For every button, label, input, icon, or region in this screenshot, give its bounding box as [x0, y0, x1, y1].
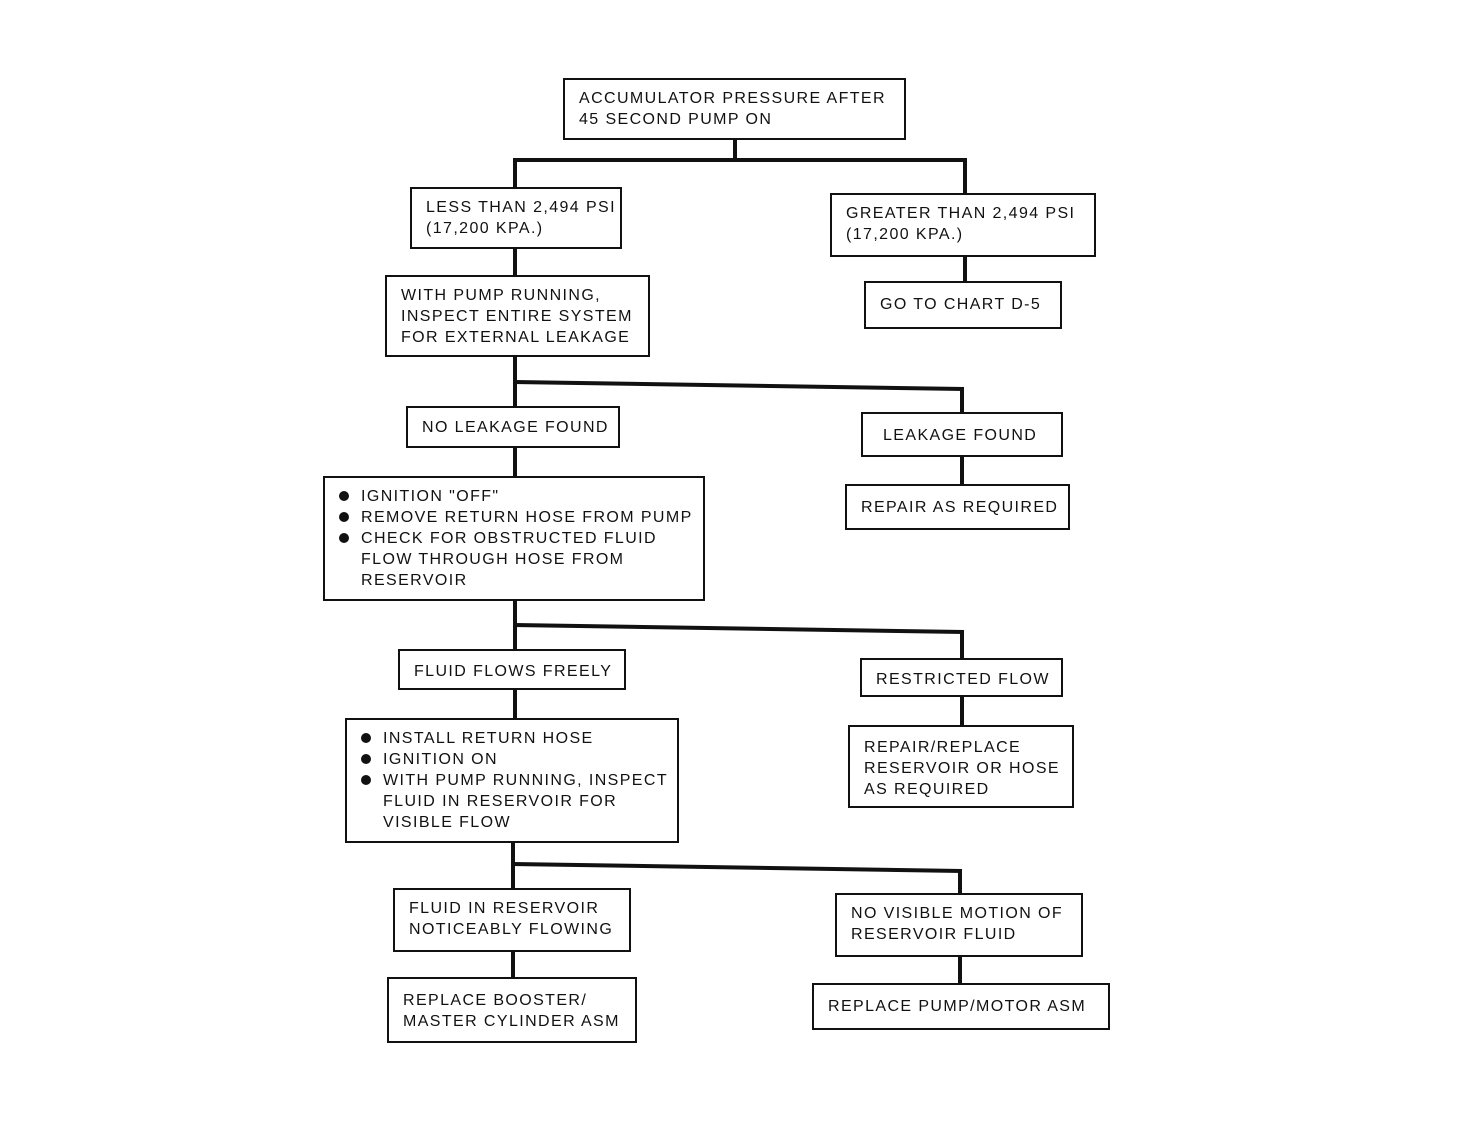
inspect-line-1: WITH PUMP RUNNING,: [401, 287, 602, 304]
bullet-icon: [339, 512, 349, 522]
no-visible-motion-box: NO VISIBLE MOTION OF RESERVOIR FLUID: [835, 893, 1083, 957]
bullet-icon: [361, 754, 371, 764]
install-step-2-text: IGNITION ON: [383, 751, 498, 768]
install-step-3-line-2: FLUID IN RESERVOIR FOR: [383, 793, 618, 810]
repair-as-required-label: REPAIR AS REQUIRED: [861, 499, 1059, 516]
no-visible-motion-line-2: RESERVOIR FLUID: [851, 926, 1017, 943]
check-step-1-text: IGNITION "OFF": [361, 488, 500, 505]
fluid-noticeably-flowing-box: FLUID IN RESERVOIR NOTICEABLY FLOWING: [393, 888, 631, 952]
install-step-3-line-1: WITH PUMP RUNNING, INSPECT: [383, 772, 669, 789]
install-step-3-line-3: VISIBLE FLOW: [383, 814, 511, 831]
check-steps-box: IGNITION "OFF" REMOVE RETURN HOSE FROM P…: [323, 476, 705, 601]
inspect-line-2: INSPECT ENTIRE SYSTEM: [401, 308, 633, 325]
no-visible-motion-line-1: NO VISIBLE MOTION OF: [851, 905, 1064, 922]
install-step: IGNITION ON: [361, 749, 665, 770]
leakage-found-label: LEAKAGE FOUND: [883, 427, 1038, 444]
repair-replace-line-3: AS REQUIRED: [864, 781, 990, 798]
noticeably-flowing-line-1: FLUID IN RESERVOIR: [409, 900, 600, 917]
bullet-icon: [339, 533, 349, 543]
install-steps-box: INSTALL RETURN HOSE IGNITION ON WITH PUM…: [345, 718, 679, 843]
check-step-3-line-3: RESERVOIR: [361, 572, 468, 589]
replace-pump-motor-label: REPLACE PUMP/MOTOR ASM: [828, 998, 1087, 1015]
check-steps-list: IGNITION "OFF" REMOVE RETURN HOSE FROM P…: [339, 486, 691, 591]
start-box: ACCUMULATOR PRESSURE AFTER 45 SECOND PUM…: [563, 78, 906, 140]
repair-replace-line-2: RESERVOIR OR HOSE: [864, 760, 1060, 777]
check-step-2-text: REMOVE RETURN HOSE FROM PUMP: [361, 509, 693, 526]
no-leakage-box: NO LEAKAGE FOUND: [406, 406, 620, 448]
connector-split-2: [512, 379, 965, 392]
less-than-line-1: LESS THAN 2,494 PSI: [426, 199, 616, 216]
bullet-icon: [361, 733, 371, 743]
greater-than-box: GREATER THAN 2,494 PSI (17,200 KPA.): [830, 193, 1096, 257]
go-to-chart-label: GO TO CHART D-5: [880, 296, 1042, 313]
fluid-flows-freely-label: FLUID FLOWS FREELY: [414, 663, 613, 680]
replace-booster-line-1: REPLACE BOOSTER/: [403, 992, 588, 1009]
check-step: IGNITION "OFF": [339, 486, 691, 507]
leakage-found-box: LEAKAGE FOUND: [861, 412, 1063, 457]
bullet-icon: [339, 491, 349, 501]
restricted-flow-label: RESTRICTED FLOW: [876, 671, 1050, 688]
repair-as-required-box: REPAIR AS REQUIRED: [845, 484, 1070, 530]
connector-split-4: [510, 861, 963, 874]
restricted-flow-box: RESTRICTED FLOW: [860, 658, 1063, 697]
install-step: INSTALL RETURN HOSE: [361, 728, 665, 749]
no-leakage-label: NO LEAKAGE FOUND: [422, 419, 609, 436]
less-than-line-2: (17,200 KPA.): [426, 220, 544, 237]
replace-booster-box: REPLACE BOOSTER/ MASTER CYLINDER ASM: [387, 977, 637, 1043]
connector-split-3: [512, 622, 965, 635]
install-step-1-text: INSTALL RETURN HOSE: [383, 730, 594, 747]
go-to-chart-box: GO TO CHART D-5: [864, 281, 1062, 329]
install-step: WITH PUMP RUNNING, INSPECT FLUID IN RESE…: [361, 770, 669, 833]
repair-replace-line-1: REPAIR/REPLACE: [864, 739, 1022, 756]
noticeably-flowing-line-2: NOTICEABLY FLOWING: [409, 921, 614, 938]
bullet-icon: [361, 775, 371, 785]
start-line-1: ACCUMULATOR PRESSURE AFTER: [579, 90, 886, 107]
fluid-flows-freely-box: FLUID FLOWS FREELY: [398, 649, 626, 690]
less-than-box: LESS THAN 2,494 PSI (17,200 KPA.): [410, 187, 622, 249]
check-step-3-line-1: CHECK FOR OBSTRUCTED FLUID: [361, 530, 657, 547]
inspect-leakage-box: WITH PUMP RUNNING, INSPECT ENTIRE SYSTEM…: [385, 275, 650, 357]
start-line-2: 45 SECOND PUMP ON: [579, 111, 773, 128]
install-steps-list: INSTALL RETURN HOSE IGNITION ON WITH PUM…: [361, 728, 669, 833]
inspect-line-3: FOR EXTERNAL LEAKAGE: [401, 329, 631, 346]
check-step: REMOVE RETURN HOSE FROM PUMP: [339, 507, 691, 528]
replace-pump-motor-box: REPLACE PUMP/MOTOR ASM: [812, 983, 1110, 1030]
check-step-3-line-2: FLOW THROUGH HOSE FROM: [361, 551, 625, 568]
check-step: CHECK FOR OBSTRUCTED FLUID FLOW THROUGH …: [339, 528, 691, 591]
repair-replace-reservoir-box: REPAIR/REPLACE RESERVOIR OR HOSE AS REQU…: [848, 725, 1074, 808]
replace-booster-line-2: MASTER CYLINDER ASM: [403, 1013, 620, 1030]
greater-than-line-1: GREATER THAN 2,494 PSI: [846, 205, 1076, 222]
greater-than-line-2: (17,200 KPA.): [846, 226, 964, 243]
